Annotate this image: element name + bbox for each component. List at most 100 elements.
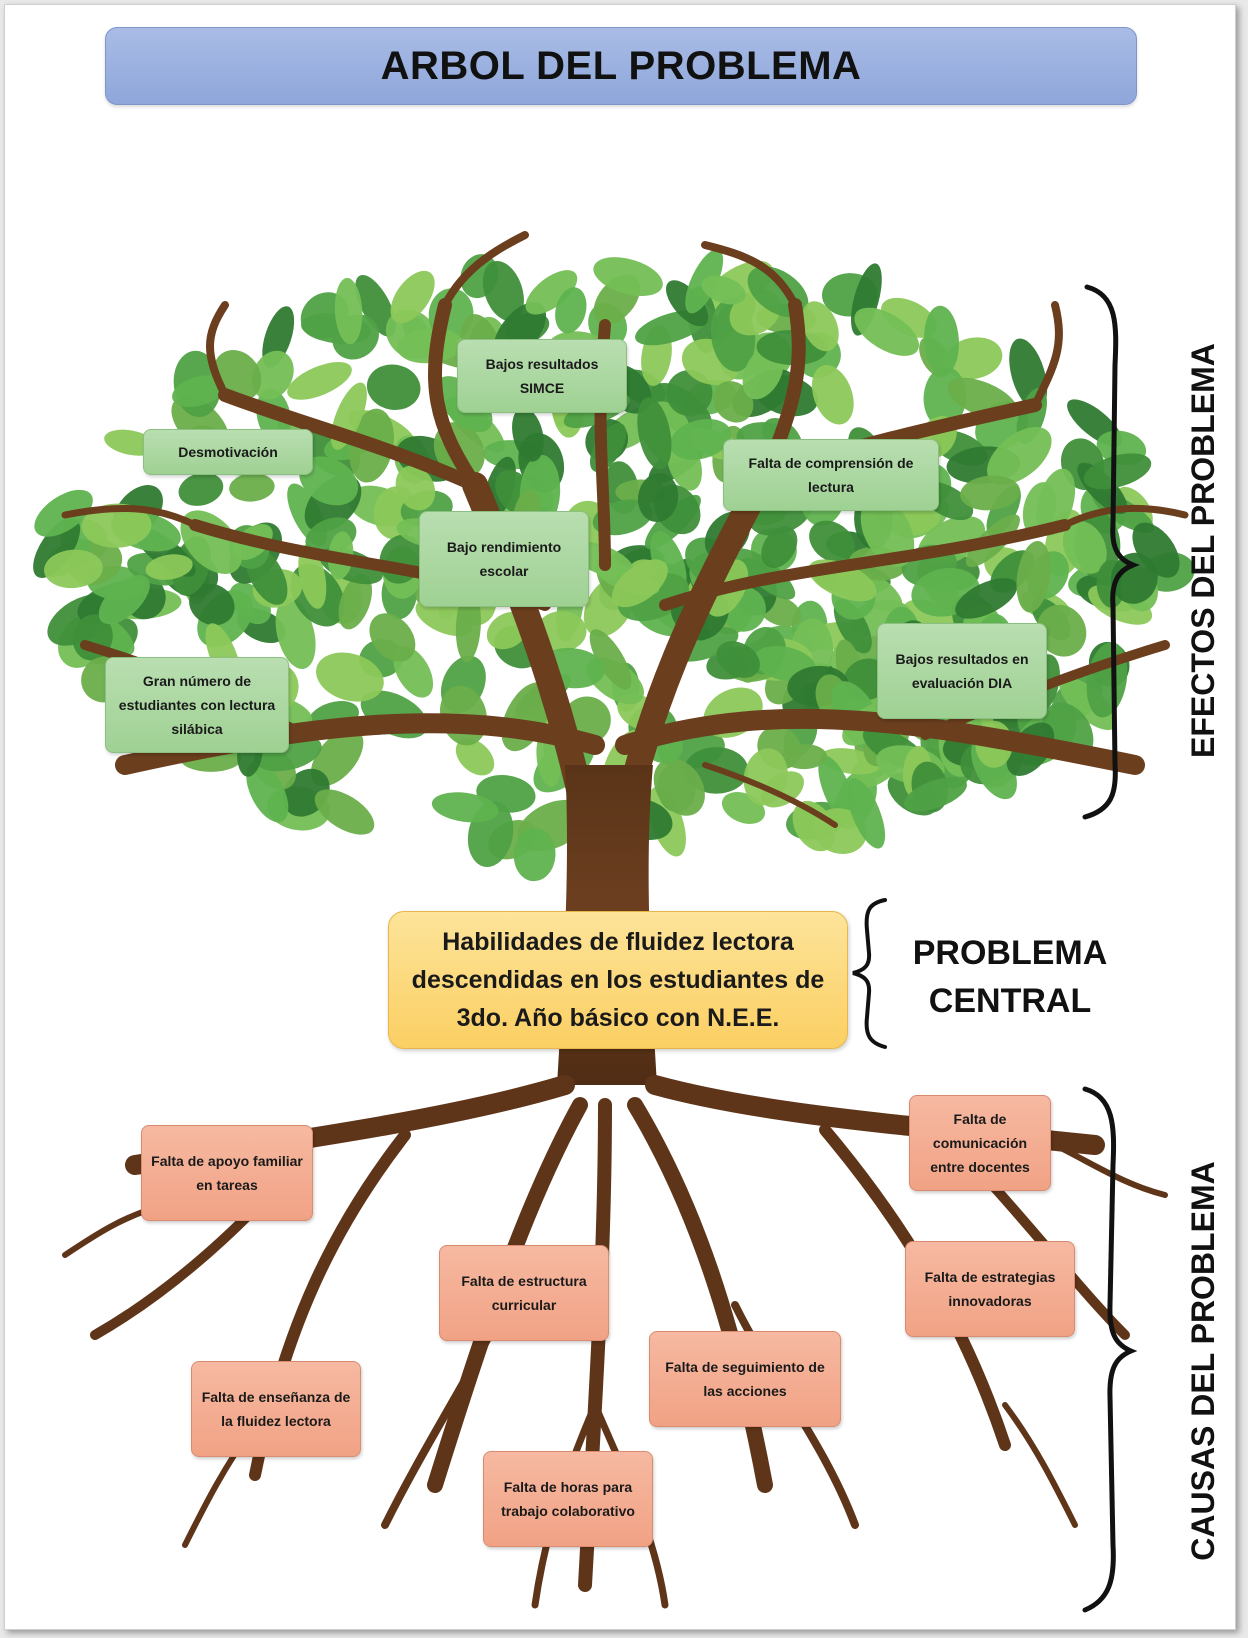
leaf <box>455 738 495 776</box>
leaf <box>396 327 463 364</box>
central-label-line2: CENTRAL <box>928 982 1092 1020</box>
leaf <box>860 496 915 567</box>
effect-box-falta-comprension-lectura: Falta de comprensión de lectura <box>723 439 939 511</box>
leaf <box>903 777 967 812</box>
leaf <box>846 778 886 849</box>
effect-box-desmotivacion: Desmotivación <box>143 429 313 475</box>
leaf <box>431 792 499 823</box>
page: ARBOL DEL PROBLEMA <box>4 4 1236 1630</box>
leaf <box>316 652 384 702</box>
leaf <box>955 578 1018 619</box>
leaf <box>1036 468 1076 536</box>
page-title: ARBOL DEL PROBLEMA <box>380 43 862 88</box>
cause-box-comunicacion-docentes: Falta de comunicación entre docentes <box>909 1095 1051 1191</box>
leaf <box>513 827 556 882</box>
effect-text: Falta de comprensión de lectura <box>748 455 914 495</box>
effect-box-lectura-silabica: Gran número de estudiantes con lectura s… <box>105 657 289 753</box>
cause-box-ensenanza-fluidez: Falta de enseñanza de la fluidez lectora <box>191 1361 361 1457</box>
cause-box-apoyo-familiar: Falta de apoyo familiar en tareas <box>141 1125 313 1221</box>
leaf <box>369 613 416 662</box>
leaf <box>701 275 746 305</box>
leaf <box>178 472 224 506</box>
leaf <box>246 761 289 823</box>
cause-text: Falta de comunicación entre docentes <box>930 1111 1030 1175</box>
leaf <box>172 375 226 407</box>
title-bar: ARBOL DEL PROBLEMA <box>105 27 1137 105</box>
leaf <box>809 520 856 563</box>
effect-text: Gran número de estudiantes con lectura s… <box>118 673 276 737</box>
central-problem-text: Habilidades de fluidez lectora descendid… <box>411 928 825 1032</box>
leaf <box>33 517 81 579</box>
leaf <box>314 789 375 835</box>
cause-box-estructura-curricular: Falta de estructura curricular <box>439 1245 609 1341</box>
leaf <box>145 554 193 580</box>
leaf <box>669 418 732 460</box>
leaf <box>525 270 578 315</box>
cause-text: Falta de apoyo familiar en tareas <box>151 1153 303 1193</box>
leaf <box>792 800 836 852</box>
leaf <box>555 287 587 334</box>
cause-text: Falta de horas para trabajo colaborativo <box>501 1479 635 1519</box>
cause-box-seguimiento-acciones: Falta de seguimiento de las acciones <box>649 1331 841 1427</box>
central-brace <box>852 898 887 1049</box>
cause-box-estrategias-innovadoras: Falta de estrategias innovadoras <box>905 1241 1075 1337</box>
leaf <box>612 559 668 608</box>
effects-section-label: EFECTOS DEL PROBLEMA <box>1185 343 1221 758</box>
leaf <box>1110 552 1158 604</box>
leaf <box>229 473 275 502</box>
leaf <box>713 381 754 423</box>
leaf <box>395 465 436 511</box>
leaf <box>811 365 854 425</box>
effect-text: Bajos resultados en evaluación DIA <box>895 651 1029 691</box>
cause-text: Falta de estructura curricular <box>461 1273 587 1313</box>
cause-text: Falta de enseñanza de la fluidez lectora <box>201 1389 351 1429</box>
effect-box-bajos-resultados-simce: Bajos resultados SIMCE <box>457 339 627 413</box>
leaf <box>455 589 481 663</box>
leaf <box>593 257 663 297</box>
leaf <box>512 407 544 462</box>
leaf <box>589 629 632 690</box>
leaf <box>299 456 359 506</box>
leaf <box>338 574 373 630</box>
leaf <box>716 641 760 678</box>
leaf <box>854 307 919 356</box>
effect-text: Bajos resultados SIMCE <box>485 356 599 396</box>
effects-brace <box>1082 284 1140 820</box>
leaf <box>390 270 435 324</box>
leaf <box>987 427 1052 485</box>
effect-text: Desmotivación <box>178 444 278 460</box>
leaf <box>637 473 679 522</box>
leaf <box>653 758 705 816</box>
leaf <box>44 549 103 589</box>
leaf <box>355 274 396 337</box>
effect-box-bajos-resultados-dia: Bajos resultados en evaluación DIA <box>877 623 1047 719</box>
leaf <box>1016 540 1051 613</box>
causes-brace <box>1082 1086 1138 1613</box>
leaf <box>1036 604 1087 657</box>
tree-illustration <box>33 231 1195 1613</box>
leaf <box>924 305 959 376</box>
leaf <box>98 575 150 625</box>
leaf <box>310 728 364 787</box>
leaf <box>81 503 152 548</box>
leaf <box>1062 520 1107 574</box>
leaf <box>637 397 672 470</box>
leaf <box>251 350 294 400</box>
cause-text: Falta de estrategias innovadoras <box>924 1269 1056 1309</box>
leaf <box>334 277 363 345</box>
central-label-line1: PROBLEMA <box>912 934 1108 972</box>
leaf <box>761 526 798 569</box>
leaf <box>1083 453 1152 490</box>
leaf <box>960 475 1021 511</box>
cause-box-horas-trabajo-colaborativo: Falta de horas para trabajo colaborativo <box>483 1451 653 1547</box>
leaf <box>287 362 352 400</box>
effect-text: Bajo rendimiento escolar <box>446 539 562 579</box>
leaf <box>801 301 839 352</box>
leaf <box>818 755 856 825</box>
effect-box-bajo-rendimiento-escolar: Bajo rendimiento escolar <box>419 511 589 607</box>
central-problem-box: Habilidades de fluidez lectora descendid… <box>388 911 848 1049</box>
cause-text: Falta de seguimiento de las acciones <box>665 1359 825 1399</box>
leaf <box>366 364 421 410</box>
leaf <box>482 260 524 322</box>
central-section-label: PROBLEMA CENTRAL <box>910 929 1110 1025</box>
